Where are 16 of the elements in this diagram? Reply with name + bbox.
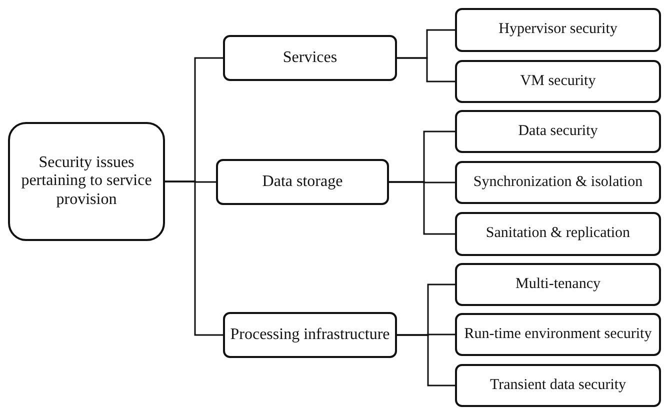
rounded-box: Sanitation & replication [455,212,661,256]
rounded-box: Run-time environment security [455,313,661,356]
rounded-box: Multi-tenancy [455,263,661,306]
connector-line [397,57,455,82]
rounded-box: Security issues pertaining to service provision [8,122,165,241]
rounded-box: Data security [455,110,661,153]
rounded-box: Services [223,35,397,81]
rounded-box: Transient data security [455,364,661,407]
rounded-box: Processing infrastructure [223,312,397,358]
connector-line [165,180,223,336]
rounded-box: Synchronization & isolation [455,161,661,204]
rounded-box: Hypervisor security [455,8,661,52]
rounded-box: VM security [455,60,661,103]
connector-line [389,181,455,235]
connector-line [397,334,455,386]
rounded-box: Data storage [216,159,389,205]
